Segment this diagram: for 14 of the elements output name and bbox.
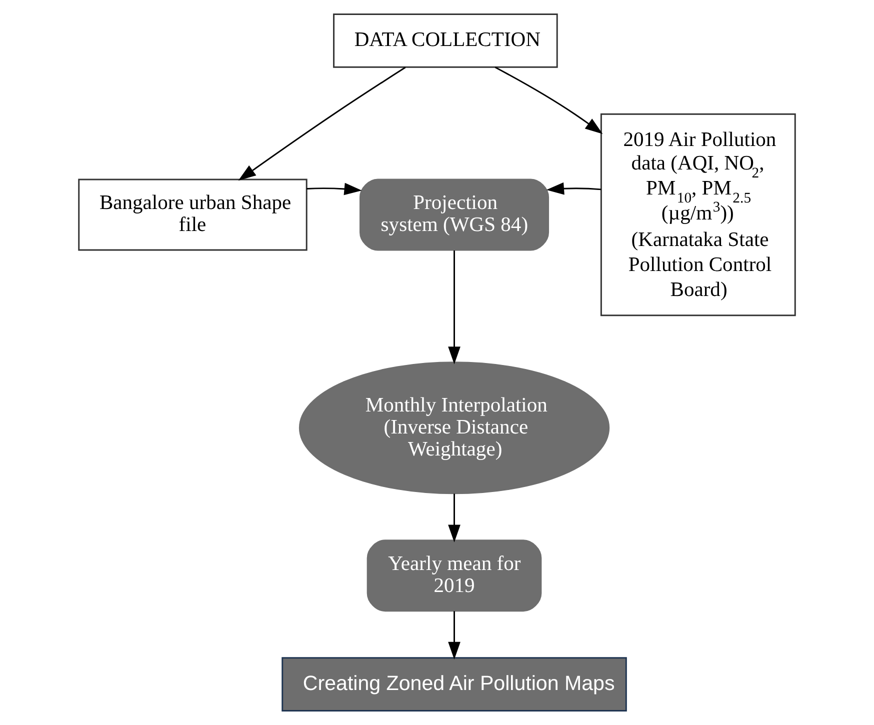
node-ellipse: Monthly Interpolation (Inverse Distance Weightage) [298,362,610,494]
node-box: Yearly mean for 2019 [366,540,542,612]
node-box: 2019 Air Pollution data (AQI, NO$_{2}$, PM$_{10}$, PM$_{2.5}$ (µg/m$^{3}$)) (Karnataka State Pollution Control Board) [600,113,796,316]
node-box: Creating Zoned Air Pollution Maps [282,657,627,712]
arrow [546,182,602,195]
arrow [494,66,603,134]
node-box: Bangalore urban Shape file [78,178,308,251]
arrow [448,494,460,542]
arrow [448,250,460,364]
node-box: Projection system (WGS 84) [360,178,550,251]
arrow [448,611,460,660]
arrow [306,182,362,196]
arrow [238,66,406,181]
node-box: DATA COLLECTION [333,13,558,68]
